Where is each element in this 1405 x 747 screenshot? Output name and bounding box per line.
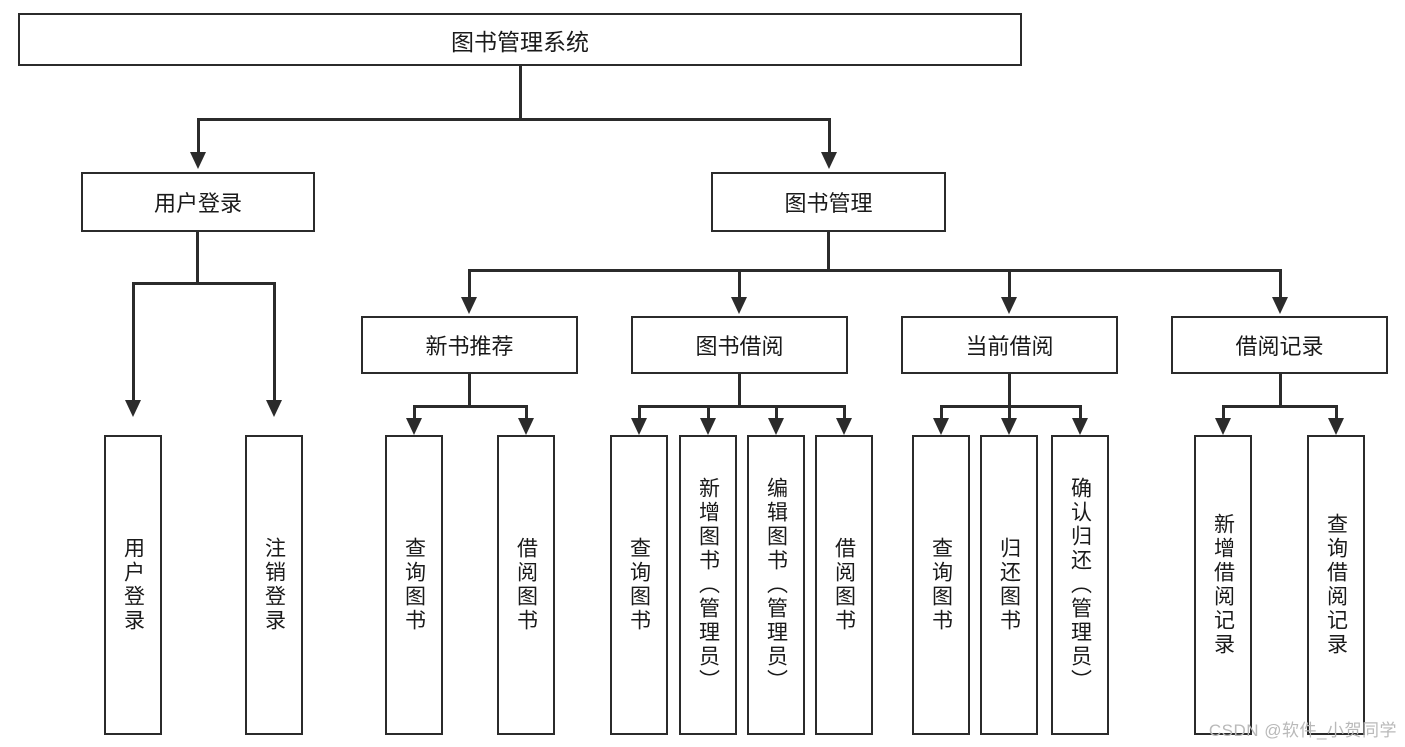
edge-book-borrow-bus [638, 405, 846, 408]
edge-current-borrow-bus [940, 405, 1082, 408]
edge-cb-child-2 [1008, 405, 1011, 423]
edge-to-current-borrow [1008, 269, 1011, 299]
node-label: 当前借阅 [965, 334, 1054, 359]
edge-current-borrow-stem [1008, 374, 1011, 408]
arrow-down-icon [768, 418, 784, 435]
edge-user-login-child-1 [132, 282, 135, 402]
leaf-label: 查询图书 [627, 537, 651, 633]
leaf-label: 编辑图书（管理员） [764, 477, 788, 693]
node-user-login[interactable]: 用户登录 [81, 172, 315, 232]
edge-bb-child-2 [707, 405, 710, 423]
edge-new-book-recommend-stem [468, 374, 471, 408]
node-label: 图书管理 [784, 191, 873, 216]
edge-borrow-record-bus [1222, 405, 1338, 408]
edge-bb-child-4 [843, 405, 846, 423]
arrow-down-icon [1072, 418, 1088, 435]
edge-to-borrow-record [1279, 269, 1282, 299]
arrow-down-icon [1272, 297, 1288, 314]
arrow-down-icon [836, 418, 852, 435]
arrow-down-icon [1215, 418, 1231, 435]
leaf-label: 用户登录 [121, 537, 145, 633]
edge-borrow-record-stem [1279, 374, 1282, 408]
leaf-borrow-record-add[interactable]: 新增借阅记录 [1194, 435, 1252, 735]
edge-nbr-child-2 [525, 405, 528, 423]
edge-root-bus [197, 118, 831, 121]
leaf-label: 新增图书（管理员） [696, 477, 720, 693]
arrow-down-icon [1001, 297, 1017, 314]
arrow-down-icon [461, 297, 477, 314]
edge-bb-child-3 [775, 405, 778, 423]
leaf-book-borrow-edit[interactable]: 编辑图书（管理员） [747, 435, 805, 735]
leaf-book-borrow-query[interactable]: 查询图书 [610, 435, 668, 735]
edge-new-book-recommend-bus [413, 405, 528, 408]
leaf-label: 新增借阅记录 [1211, 513, 1235, 657]
node-label: 图书借阅 [695, 334, 784, 359]
node-label: 图书管理系统 [451, 28, 589, 55]
node-label: 借阅记录 [1235, 334, 1324, 359]
leaf-label: 查询借阅记录 [1324, 513, 1348, 657]
arrow-down-icon [700, 418, 716, 435]
edge-bb-child-1 [638, 405, 641, 423]
leaf-label: 借阅图书 [514, 537, 538, 633]
arrow-down-icon [190, 152, 206, 169]
edge-user-login-stem [196, 232, 199, 284]
node-new-book-recommend[interactable]: 新书推荐 [361, 316, 578, 374]
edge-root-to-user-login [197, 118, 200, 154]
watermark-text: CSDN @软件_小贺同学 [1208, 721, 1397, 740]
arrow-down-icon [933, 418, 949, 435]
node-root-system[interactable]: 图书管理系统 [18, 13, 1022, 66]
arrow-down-icon [731, 297, 747, 314]
arrow-down-icon [266, 400, 282, 417]
arrow-down-icon [1328, 418, 1344, 435]
leaf-label: 确认归还（管理员） [1068, 477, 1092, 693]
leaf-user-login-signout[interactable]: 注销登录 [245, 435, 303, 735]
edge-nbr-child-1 [413, 405, 416, 423]
node-book-manage[interactable]: 图书管理 [711, 172, 946, 232]
leaf-book-borrow-add[interactable]: 新增图书（管理员） [679, 435, 737, 735]
node-book-borrow[interactable]: 图书借阅 [631, 316, 848, 374]
edge-cb-child-3 [1079, 405, 1082, 423]
edge-root-to-book-manage [828, 118, 831, 154]
leaf-label: 归还图书 [997, 537, 1021, 633]
leaf-new-book-borrow[interactable]: 借阅图书 [497, 435, 555, 735]
arrow-down-icon [406, 418, 422, 435]
leaf-label: 查询图书 [929, 537, 953, 633]
leaf-user-login-signin[interactable]: 用户登录 [104, 435, 162, 735]
edge-user-login-child-2 [273, 282, 276, 402]
arrow-down-icon [631, 418, 647, 435]
edge-br-child-1 [1222, 405, 1225, 423]
leaf-current-borrow-confirm[interactable]: 确认归还（管理员） [1051, 435, 1109, 735]
edge-to-new-book-recommend [468, 269, 471, 299]
edge-cb-child-1 [940, 405, 943, 423]
node-label: 用户登录 [153, 191, 242, 216]
arrow-down-icon [125, 400, 141, 417]
node-label: 新书推荐 [425, 334, 514, 359]
leaf-current-borrow-return[interactable]: 归还图书 [980, 435, 1038, 735]
edge-br-child-2 [1335, 405, 1338, 423]
leaf-label: 借阅图书 [832, 537, 856, 633]
edge-user-login-bus [132, 282, 276, 285]
arrow-down-icon [821, 152, 837, 169]
arrow-down-icon [518, 418, 534, 435]
leaf-new-book-query[interactable]: 查询图书 [385, 435, 443, 735]
edge-to-book-borrow [738, 269, 741, 299]
leaf-current-borrow-query[interactable]: 查询图书 [912, 435, 970, 735]
leaf-borrow-record-query[interactable]: 查询借阅记录 [1307, 435, 1365, 735]
leaf-book-borrow-borrow[interactable]: 借阅图书 [815, 435, 873, 735]
edge-book-manage-stem [827, 232, 830, 271]
edge-book-borrow-stem [738, 374, 741, 408]
edge-root-stem [519, 66, 522, 120]
arrow-down-icon [1001, 418, 1017, 435]
edge-book-manage-bus [468, 269, 1282, 272]
leaf-label: 查询图书 [402, 537, 426, 633]
leaf-label: 注销登录 [262, 537, 286, 633]
node-current-borrow[interactable]: 当前借阅 [901, 316, 1118, 374]
node-borrow-record[interactable]: 借阅记录 [1171, 316, 1388, 374]
